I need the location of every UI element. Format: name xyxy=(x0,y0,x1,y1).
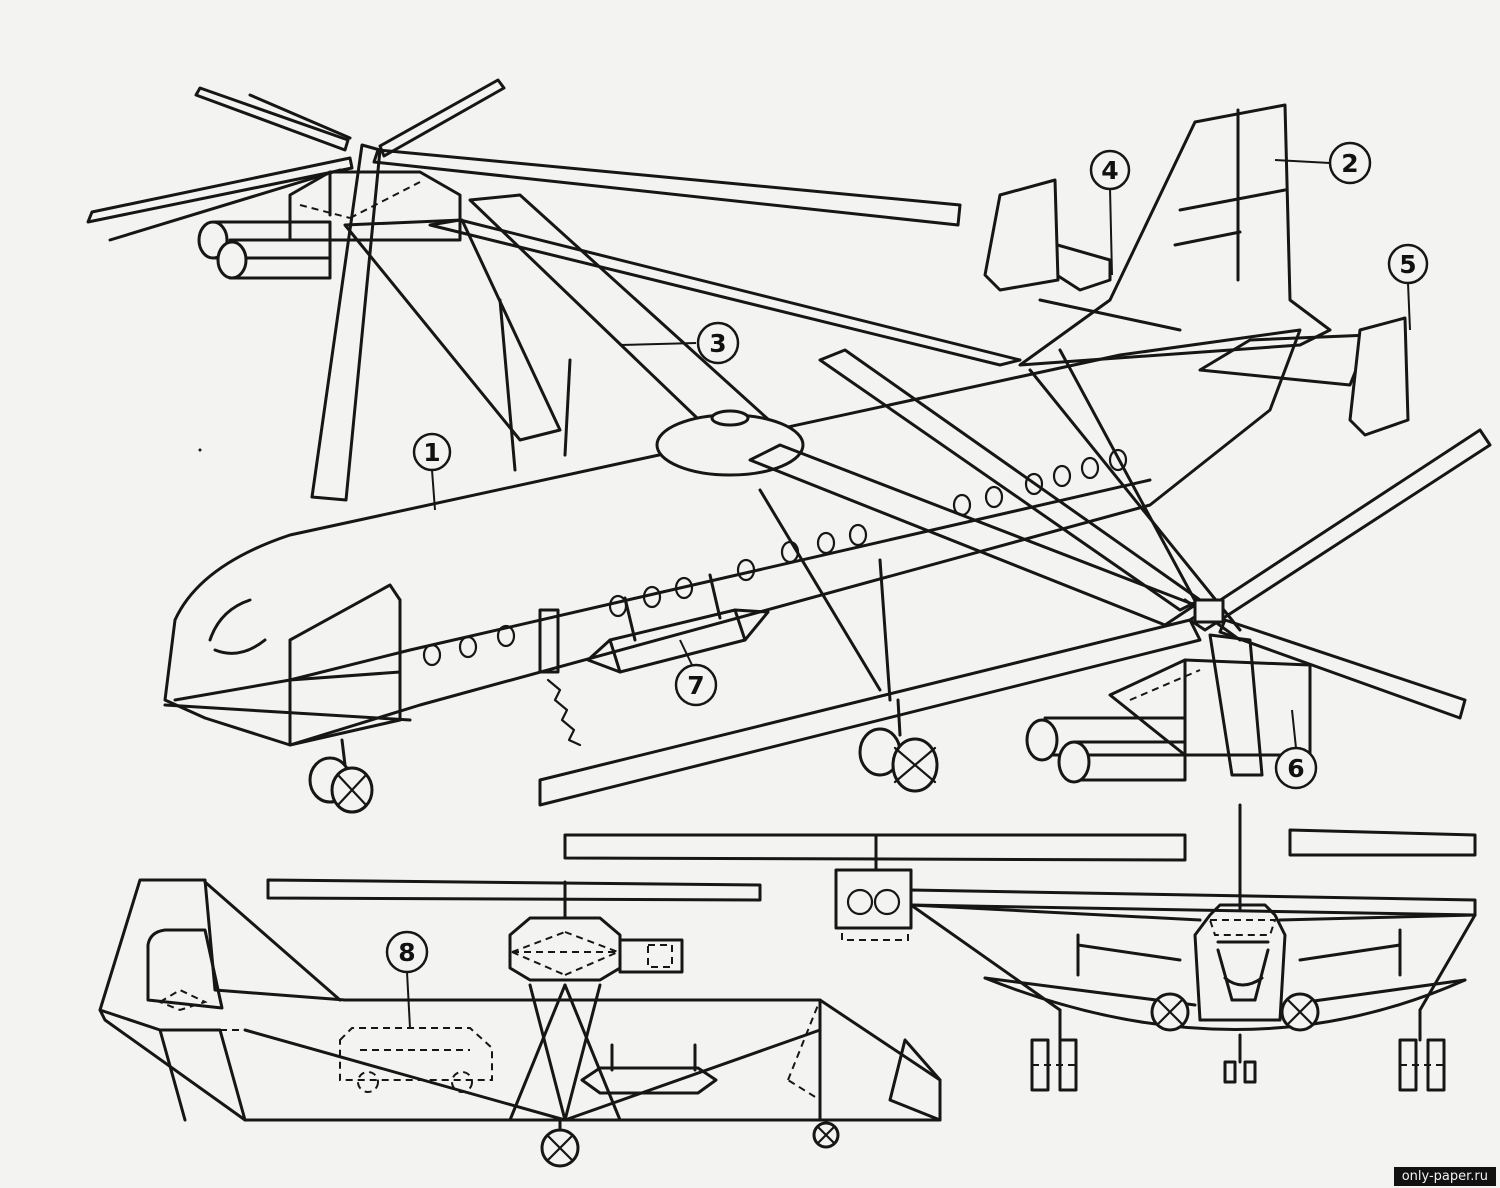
landing-gear-front xyxy=(308,738,374,814)
entry-door xyxy=(538,608,560,674)
wing-strut xyxy=(468,193,782,442)
callout-6-label: 6 xyxy=(1287,754,1304,783)
perspective-view xyxy=(86,78,1492,814)
tail-assembly xyxy=(983,103,1410,437)
callout-3: 3 xyxy=(619,321,740,365)
external-cargo-pod xyxy=(586,573,770,674)
cargo-vehicle xyxy=(339,1027,493,1093)
front-rotor-left xyxy=(563,833,1187,862)
callout-1: 1 xyxy=(412,432,452,511)
callout-4-label: 4 xyxy=(1101,156,1118,185)
left-engine-nacelle xyxy=(197,170,462,280)
callout-7: 7 xyxy=(674,639,718,707)
boarding-ladder xyxy=(546,678,582,747)
callout-2: 2 xyxy=(1274,141,1372,185)
callout-7-label: 7 xyxy=(687,671,704,700)
callout-2-label: 2 xyxy=(1341,149,1358,178)
side-rotor-blade xyxy=(266,878,762,902)
right-engine-nacelle xyxy=(1025,658,1312,784)
callout-5: 5 xyxy=(1387,243,1429,331)
rotor-struts xyxy=(343,218,1242,702)
watermark: only-paper.ru xyxy=(1393,1167,1496,1186)
side-cargo-pod xyxy=(580,1066,718,1095)
left-rotor xyxy=(86,78,962,502)
front-view xyxy=(563,803,1477,1092)
fuselage xyxy=(163,328,1302,747)
front-wing xyxy=(983,976,1467,1031)
side-rotor-gearbox xyxy=(508,916,622,982)
landing-gear-main xyxy=(858,698,939,793)
front-rotor-right xyxy=(1288,828,1477,857)
side-view xyxy=(98,878,942,1168)
callout-3-label: 3 xyxy=(709,329,726,358)
callout-8: 8 xyxy=(385,930,429,1029)
callout-8-label: 8 xyxy=(398,938,415,967)
center-rotor-hub xyxy=(655,409,805,477)
callout-6: 6 xyxy=(1274,709,1318,790)
side-fuselage xyxy=(98,878,942,1122)
right-rotor xyxy=(538,348,1492,807)
callout-1-label: 1 xyxy=(423,438,440,467)
callout-4: 4 xyxy=(1089,149,1131,276)
callout-5-label: 5 xyxy=(1399,250,1416,279)
front-fuselage xyxy=(1193,903,1287,1022)
